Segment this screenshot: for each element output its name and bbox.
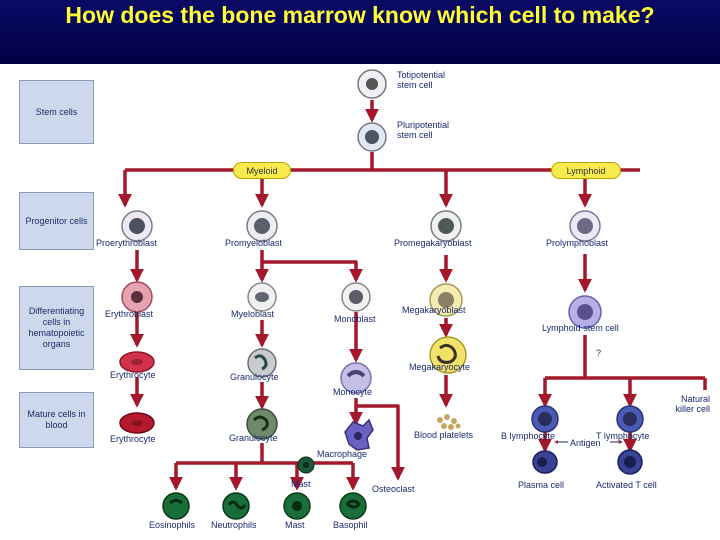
label-t-lymphocyte: T lymphocyte	[596, 431, 650, 441]
label-macrophage: Macrophage	[317, 449, 368, 459]
cell-promyeloblast	[246, 210, 278, 242]
stage-stem-cells: Stem cells	[19, 80, 94, 144]
label-erythrocyte-diff: Erythrocyte	[110, 370, 156, 380]
hematopoiesis-diagram: Stem cells Progenitor cells Differentiat…	[0, 64, 720, 540]
cell-macrophage	[344, 418, 374, 451]
label-totipotential: Totipotential stem cell	[397, 70, 446, 90]
cell-megakaryocyte	[429, 336, 467, 374]
cell-plasma	[532, 450, 558, 474]
cell-megakaryoblast	[429, 283, 463, 317]
label-megakaryoblast: Megakaryoblast	[402, 305, 466, 315]
label-mast-upper: Mast	[291, 479, 311, 489]
lineage-myeloid: Myeloid	[233, 162, 291, 179]
lineage-lymphoid: Lymphoid	[551, 162, 621, 179]
cell-eosinophils	[162, 492, 190, 520]
cell-erythrocyte	[119, 412, 155, 434]
slide-title: How does the bone marrow know which cell…	[65, 2, 655, 28]
label-erythroblast: Erythroblast	[105, 309, 154, 319]
cell-myeloblast	[247, 282, 277, 312]
cell-lymphoid-stem	[568, 295, 602, 329]
cell-activated-t	[617, 449, 643, 475]
arrow-to-osteoclast	[356, 404, 405, 481]
label-lymphoid-stem: Lymphoid stem cell	[542, 323, 619, 333]
label-proerythroblast: Proerythroblast	[96, 238, 158, 248]
label-basophil: Basophil	[333, 520, 368, 530]
cell-granulocyte-diff	[247, 348, 277, 378]
stage-progenitor-cells: Progenitor cells	[19, 192, 94, 250]
label-monocyte: Monocyte	[333, 387, 373, 397]
label-promyeloblast: Promyeloblast	[225, 238, 283, 248]
cell-basophil	[339, 492, 367, 520]
slide-header: How does the bone marrow know which cell…	[0, 0, 720, 64]
cell-granulocyte	[246, 408, 278, 440]
arrow-to-monoblast	[262, 260, 363, 283]
label-plasma-cell: Plasma cell	[518, 480, 565, 490]
label-activated-t: Activated T cell	[596, 480, 657, 490]
diagram-graphics	[118, 69, 707, 520]
label-pluripotential: Pluripotential stem cell	[397, 120, 450, 140]
stage-mature-cells: Mature cells in blood	[19, 392, 94, 448]
label-megakaryocyte: Megakaryocyte	[409, 362, 471, 372]
cell-erythrocyte-diff	[119, 351, 155, 373]
cell-platelets	[437, 414, 461, 430]
cell-b-lymphocyte	[531, 405, 559, 433]
label-promegakaryoblast: Promegakaryoblast	[394, 238, 472, 248]
label-blood-platelets: Blood platelets	[414, 430, 474, 440]
label-monoblast: Monoblast	[334, 314, 376, 324]
label-b-lymphocyte: B lymphocyte	[501, 431, 556, 441]
label-neutrophils: Neutrophils	[211, 520, 257, 530]
cell-erythroblast	[121, 281, 153, 313]
label-unknown: ?	[596, 348, 602, 358]
label-natural-killer: Natural killer cell	[675, 394, 710, 414]
cell-neutrophils	[222, 492, 250, 520]
cell-monoblast	[341, 282, 371, 312]
cell-proerythroblast	[121, 210, 153, 242]
cell-promegakaryoblast	[430, 210, 462, 242]
cell-pluripotential	[357, 122, 387, 152]
stage-differentiating-cells: Differentiating cells in hematopoietic o…	[19, 286, 94, 370]
cell-mast-upper	[297, 456, 315, 474]
label-granulocyte-diff: Granulocyte	[230, 372, 279, 382]
cell-mast	[283, 492, 311, 520]
label-granulocyte: Granulocyte	[229, 433, 278, 443]
cell-monocyte	[340, 362, 372, 394]
label-erythrocyte: Erythrocyte	[110, 434, 156, 444]
cell-t-lymphocyte	[616, 405, 644, 433]
label-mast: Mast	[285, 520, 305, 530]
label-prolymphoblast: Prolymphoblast	[546, 238, 609, 248]
label-eosinophils: Eosinophils	[149, 520, 196, 530]
label-myeloblast: Myeloblast	[231, 309, 275, 319]
cell-totipotential	[357, 69, 387, 99]
label-antigen: Antigen	[570, 438, 601, 448]
cell-prolymphoblast	[569, 210, 601, 242]
label-osteoclast: Osteoclast	[372, 484, 415, 494]
